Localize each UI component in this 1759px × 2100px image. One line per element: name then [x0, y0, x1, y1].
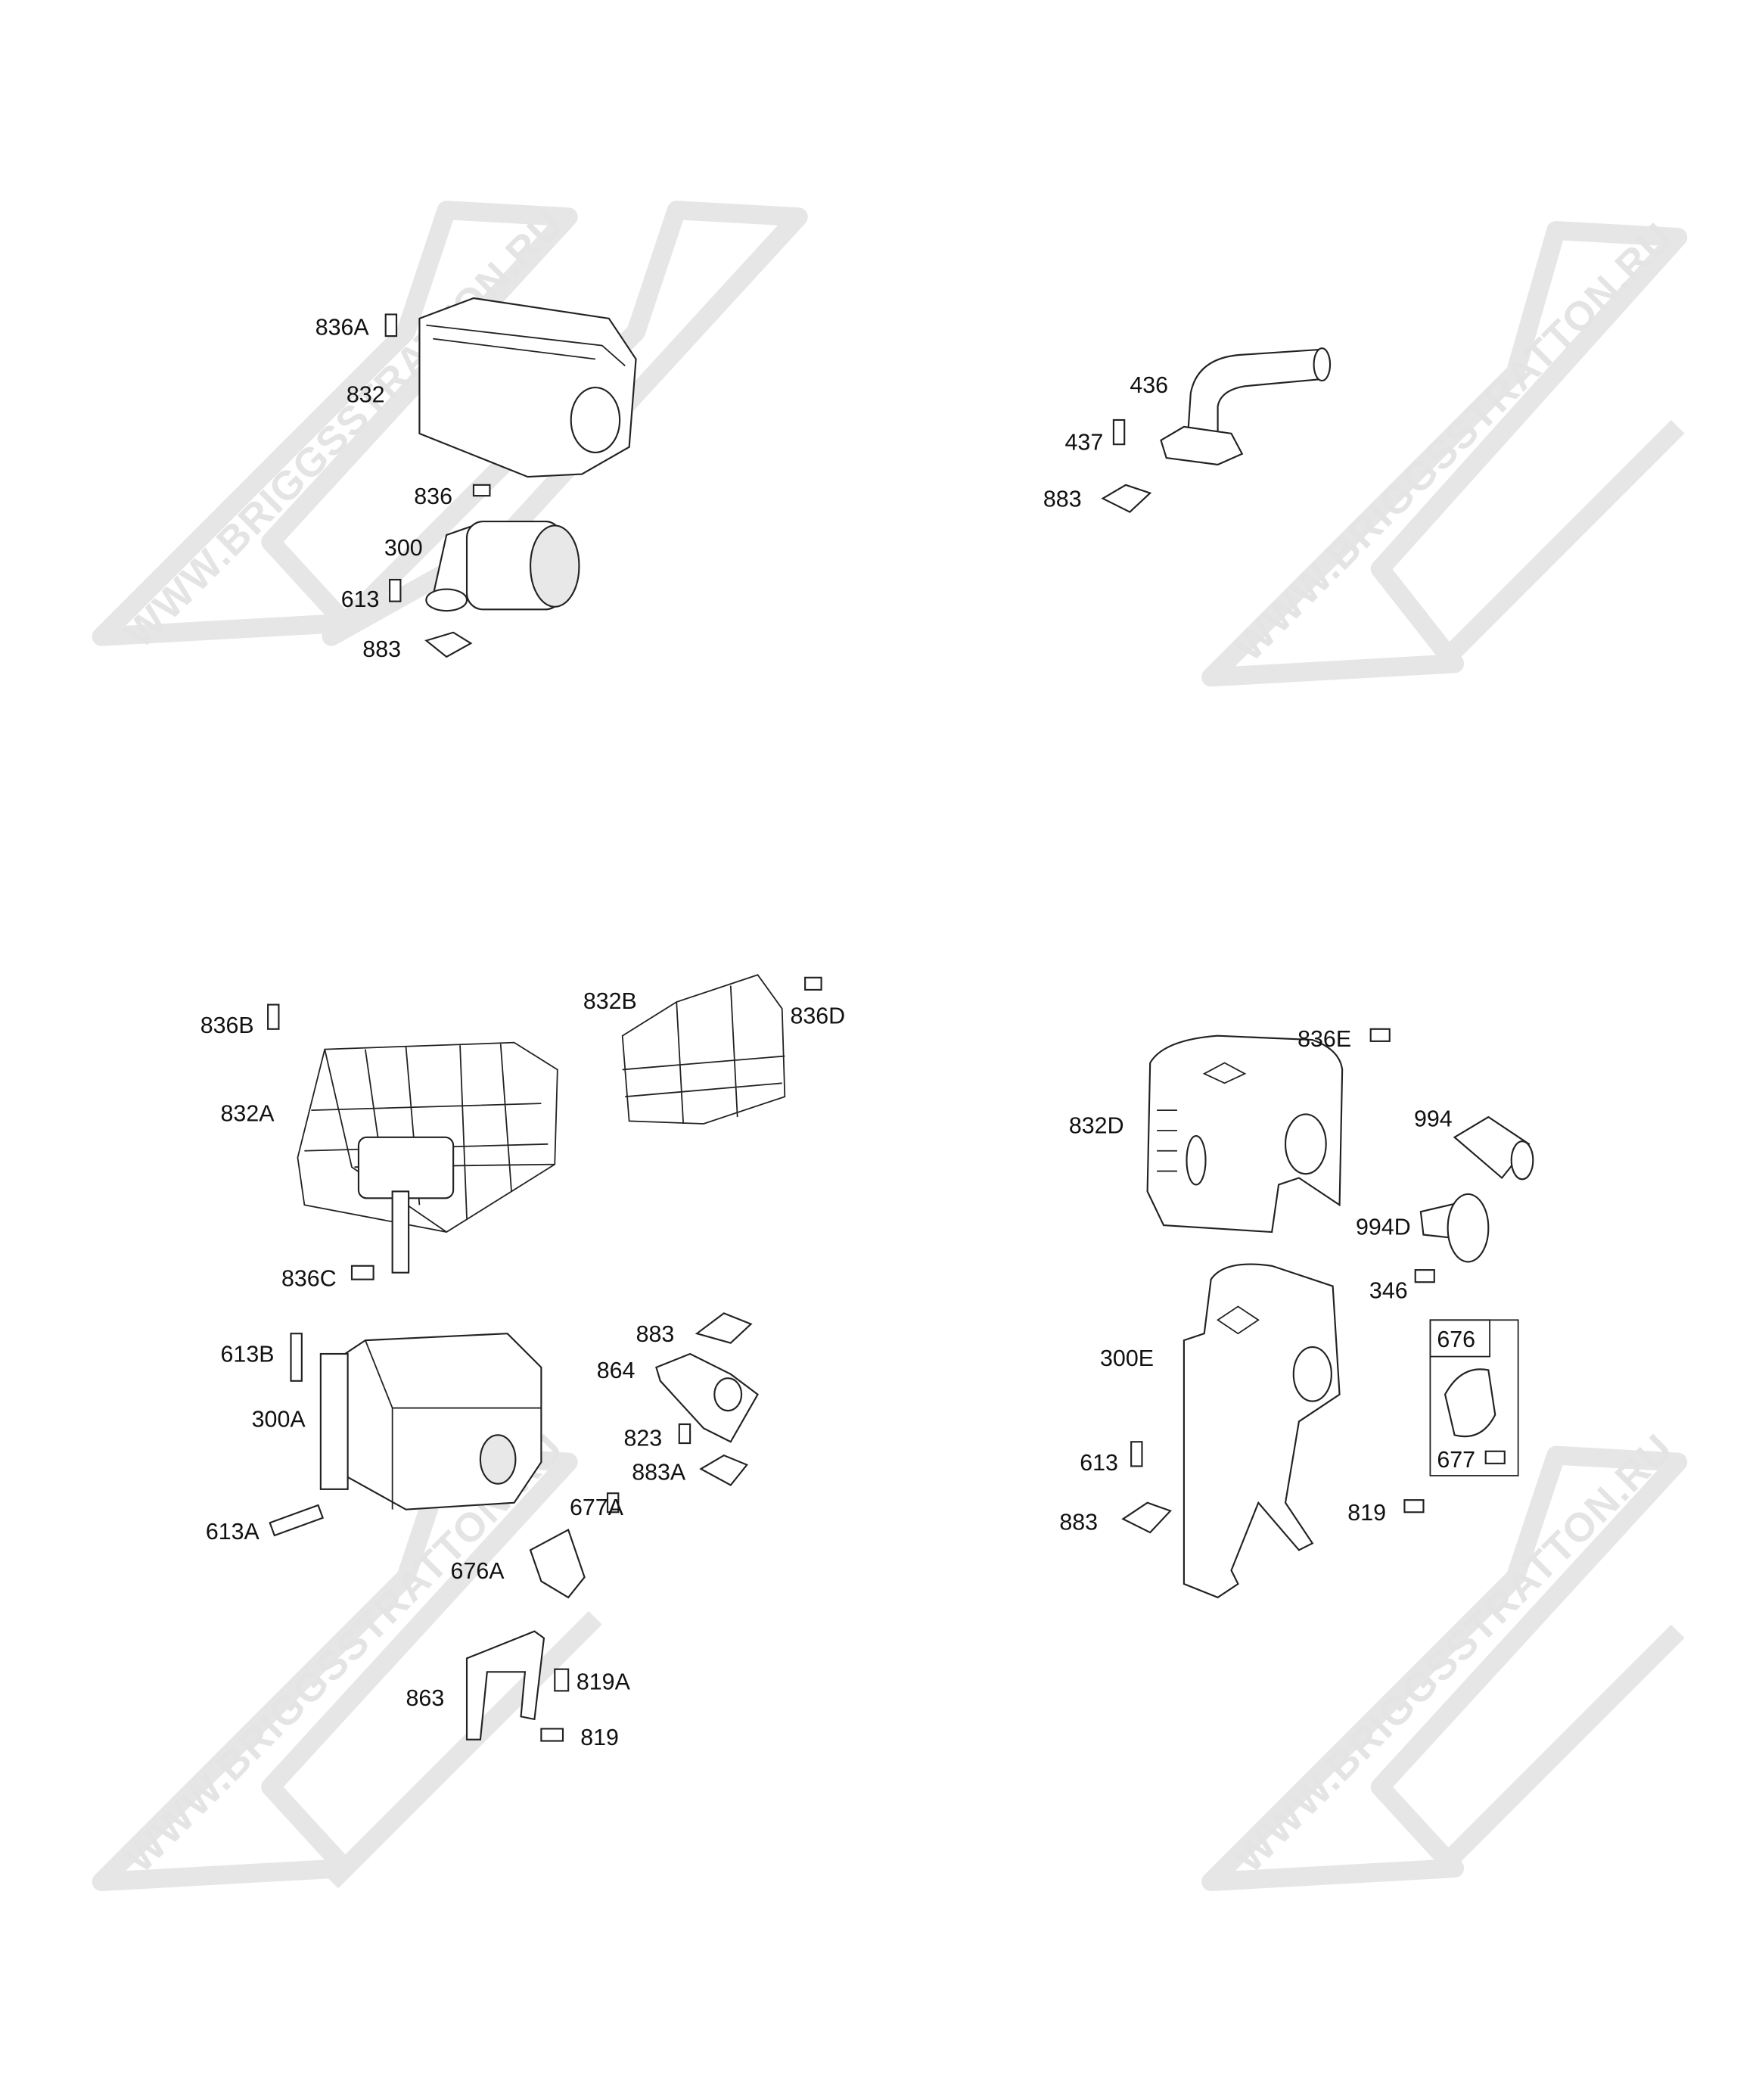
- callout-863: 863: [406, 1685, 445, 1711]
- svg-text:WWW.BRIGGSSTRATTON.RU: WWW.BRIGGSSTRATTON.RU: [1226, 1425, 1682, 1881]
- callout-819: 819: [580, 1725, 619, 1750]
- svg-text:WWW.BRIGGSSTRATTON.RU: WWW.BRIGGSSTRATTON.RU: [1226, 214, 1682, 670]
- callout-300A: 300A: [252, 1407, 306, 1433]
- screw-613: [1130, 1441, 1143, 1467]
- callout-832B: 832B: [583, 988, 637, 1014]
- muffler-300A: [324, 1333, 542, 1510]
- callout-677A: 677A: [570, 1495, 624, 1520]
- screw-677: [1484, 1450, 1506, 1464]
- callout-883: 883: [636, 1321, 675, 1347]
- callout-437: 437: [1065, 429, 1104, 455]
- callout-823: 823: [623, 1426, 662, 1451]
- callout-836: 836: [414, 484, 452, 509]
- screw-836C: [350, 1265, 374, 1280]
- gasket-883: [1121, 1501, 1172, 1534]
- gasket-883: [1101, 484, 1152, 513]
- exhaust-pipe-436: [1187, 348, 1320, 437]
- screw-613B: [290, 1333, 303, 1382]
- callout-836B: 836B: [200, 1013, 254, 1038]
- gasket-883A: [699, 1454, 748, 1486]
- callout-613: 613: [1080, 1450, 1118, 1476]
- callout-836C: 836C: [281, 1266, 337, 1292]
- callout-994: 994: [1414, 1106, 1453, 1132]
- callout-819A: 819A: [576, 1669, 631, 1695]
- deflector-676: [1444, 1368, 1496, 1438]
- screw-613A: [269, 1504, 325, 1537]
- screw-819: [1403, 1499, 1425, 1514]
- callout-883: 883: [1043, 486, 1082, 512]
- callout-832: 832: [347, 382, 385, 408]
- callout-883: 883: [1059, 1510, 1098, 1535]
- callout-613: 613: [341, 586, 380, 612]
- screw-613: [389, 578, 402, 602]
- screw-437: [1112, 418, 1126, 446]
- wire-guard-832B: [621, 974, 786, 1125]
- callout-677: 677: [1437, 1447, 1475, 1473]
- callout-346: 346: [1369, 1278, 1408, 1304]
- screw-819A: [554, 1668, 570, 1692]
- screw-836B: [267, 1003, 280, 1030]
- deflector-676A: [529, 1528, 586, 1599]
- screw-819: [540, 1728, 564, 1742]
- callout-864: 864: [597, 1358, 636, 1383]
- gasket-883-upper: [695, 1312, 753, 1344]
- callout-832A: 832A: [221, 1100, 275, 1126]
- screw-346: [1414, 1269, 1435, 1283]
- callout-300: 300: [384, 535, 423, 561]
- panel-muffler-bracket: [1121, 1028, 1534, 1599]
- screw-677A: [606, 1492, 620, 1514]
- screw-836A: [384, 313, 398, 338]
- muffler-300E: [1183, 1263, 1341, 1599]
- bracket-864: [655, 1352, 759, 1443]
- callout-676A: 676A: [451, 1558, 505, 1584]
- callout-883A: 883A: [632, 1459, 686, 1485]
- callout-676: 676: [1437, 1327, 1475, 1352]
- callout-613A: 613A: [206, 1519, 260, 1545]
- callout-613B: 613B: [221, 1342, 275, 1367]
- bracket-863: [465, 1630, 545, 1741]
- watermark-top-right: WWW.BRIGGSSTRATTON.RU: [1201, 214, 1688, 687]
- gasket-883: [424, 631, 473, 658]
- callout-836A: 836A: [315, 314, 370, 340]
- callout-300E: 300E: [1100, 1346, 1154, 1371]
- callout-883: 883: [362, 636, 401, 662]
- screw-823: [678, 1423, 691, 1445]
- callout-832D: 832D: [1069, 1112, 1124, 1138]
- screw-836: [472, 484, 491, 497]
- callout-994D: 994D: [1356, 1215, 1411, 1240]
- screw-836E: [1369, 1028, 1391, 1042]
- callout-436: 436: [1130, 372, 1168, 398]
- pipe-994: [1453, 1115, 1531, 1180]
- callout-836E: 836E: [1297, 1026, 1351, 1052]
- panel-muffler-guarded: [267, 974, 822, 1742]
- panel-muffler-standard: [384, 297, 637, 658]
- panel-exhaust-pipe: [1101, 347, 1332, 513]
- screw-836D: [804, 976, 822, 991]
- callout-819: 819: [1347, 1500, 1386, 1526]
- callout-836D: 836D: [790, 1003, 845, 1029]
